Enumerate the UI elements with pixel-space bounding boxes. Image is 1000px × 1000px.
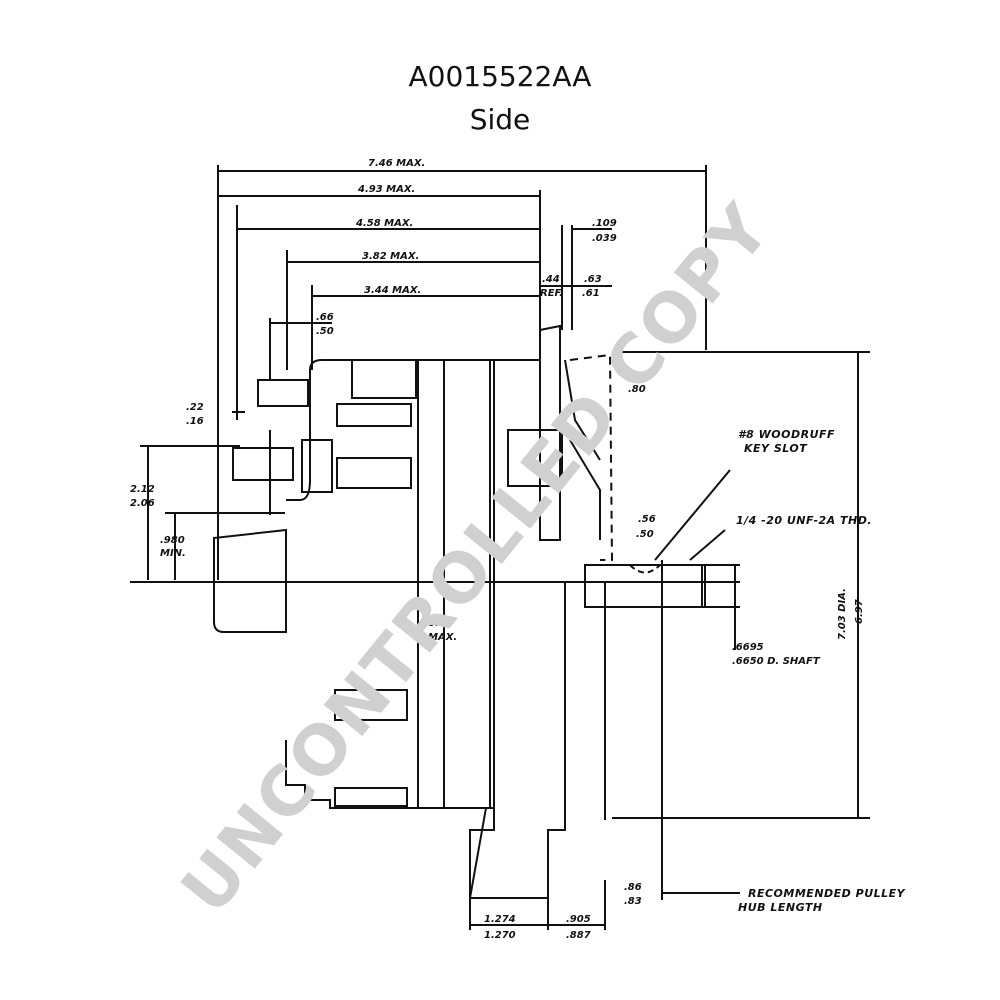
dim-2-12: 2.12 xyxy=(130,484,155,495)
note-woodruff-line1: #8 WOODRUFF xyxy=(738,428,835,441)
dim-ref: REF. xyxy=(540,288,563,299)
note-pulley-line2: HUB LENGTH xyxy=(738,901,823,914)
dimension-labels: 7.46 MAX. 4.93 MAX. 4.58 MAX. 3.82 MAX. … xyxy=(130,158,865,941)
dim-86: .86 xyxy=(624,882,642,893)
dim-63: .63 xyxy=(584,274,602,285)
dim-66: .66 xyxy=(316,312,334,323)
outline-geometry xyxy=(130,165,870,930)
dim-3-44: 3.44 MAX. xyxy=(364,285,421,296)
dim-dia-7-03: 7.03 DIA. xyxy=(837,588,848,640)
note-woodruff-line2: KEY SLOT xyxy=(744,442,808,455)
dim-6-66: 6.66 xyxy=(428,618,453,629)
callout-notes: #8 WOODRUFF KEY SLOT 1/4 -20 UNF-2A THD.… xyxy=(736,428,906,914)
dim-1-270: 1.270 xyxy=(484,930,516,941)
dim-6650-shaft: .6650 D. SHAFT xyxy=(732,656,821,667)
dim-50-lower: .50 xyxy=(636,529,654,540)
dim-22: .22 xyxy=(186,402,204,413)
dim-16: .16 xyxy=(186,416,204,427)
dim-dia-6-97: 6.97 xyxy=(854,599,865,624)
dim-min: MIN. xyxy=(160,548,186,559)
dim-6-66-max: MAX. xyxy=(428,632,457,643)
dim-887: .887 xyxy=(566,930,591,941)
dim-overall-max: 7.46 MAX. xyxy=(368,158,425,169)
dim-4-58: 4.58 MAX. xyxy=(355,218,413,229)
dim-039: .039 xyxy=(592,233,617,244)
dim-44: .44 xyxy=(542,274,560,285)
view-subtitle: Side xyxy=(469,103,531,136)
dim-2-06: 2.06 xyxy=(130,498,155,509)
note-thread: 1/4 -20 UNF-2A THD. xyxy=(736,514,872,527)
note-pulley-line1: RECOMMENDED PULLEY xyxy=(748,887,906,900)
dim-6695: .6695 xyxy=(732,642,764,653)
dim-1-274: 1.274 xyxy=(484,914,516,925)
dim-50: .50 xyxy=(316,326,334,337)
dim-905: .905 xyxy=(566,914,591,925)
dim-109: .109 xyxy=(592,218,617,229)
dim-83: .83 xyxy=(624,896,642,907)
dim-4-93: 4.93 MAX. xyxy=(357,184,415,195)
part-number-title: A0015522AA xyxy=(408,60,592,93)
dim-61: .61 xyxy=(582,288,600,299)
dim-80: .80 xyxy=(628,384,646,395)
dim-3-82: 3.82 MAX. xyxy=(362,251,419,262)
dim-980: .980 xyxy=(160,535,185,546)
dim-56: .56 xyxy=(638,514,656,525)
